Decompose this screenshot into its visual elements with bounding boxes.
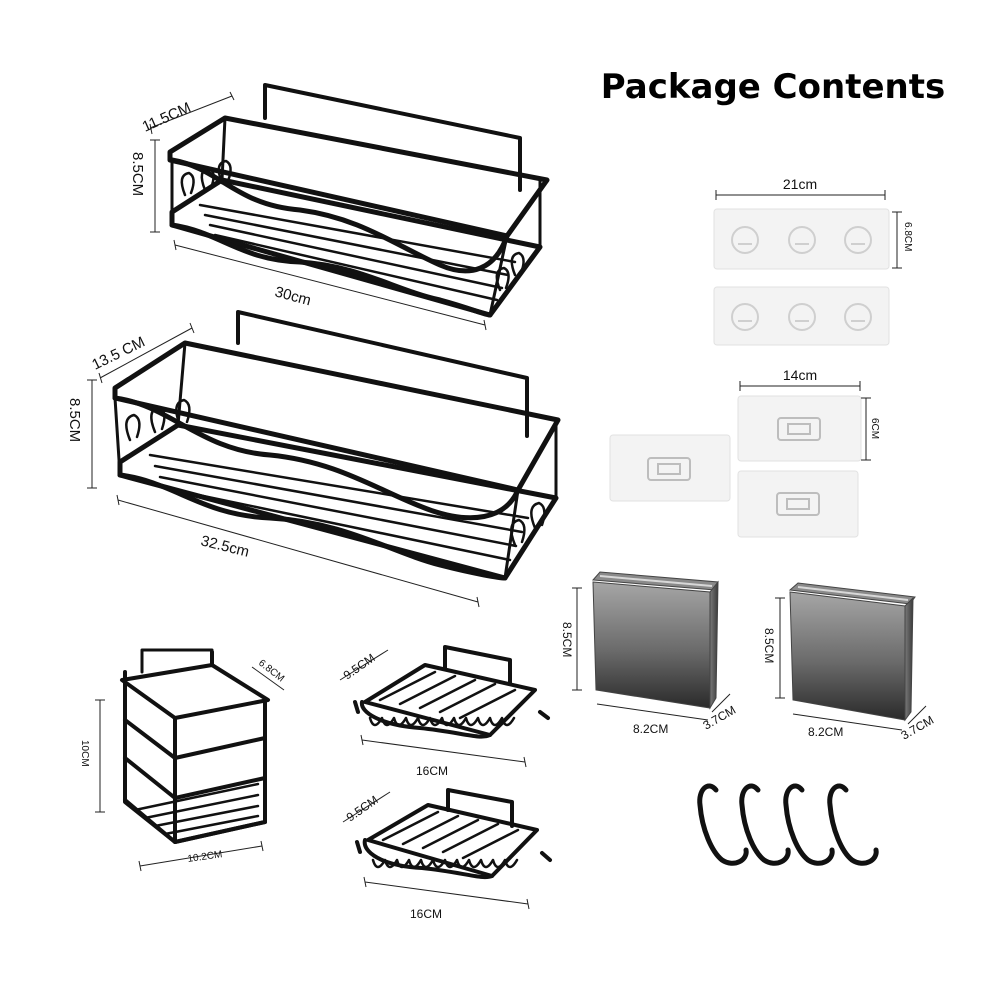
soap-dish-1: 9.5CM 16CM <box>339 645 550 778</box>
holder-basket: 10CM 6.8CM 10.2CM <box>79 648 286 872</box>
shelf1-height-label: 8.5CM <box>129 152 146 196</box>
shelf2-height-label: 8.5CM <box>66 398 83 442</box>
soap-dish-1-length-label: 16CM <box>416 764 448 778</box>
soap-dish-2-length-label: 16CM <box>410 907 442 921</box>
large-adhesive-pads: 21cm 6.8CM <box>713 176 913 346</box>
corner-shelf-large-2: 13.5 CM 8.5CM 32.5cm <box>66 310 561 608</box>
cup-2-width-label: 8.2CM <box>808 725 843 739</box>
basket-height-label: 10CM <box>79 740 90 767</box>
adhesive-pad-large-2 <box>713 286 890 346</box>
adhesive-pad-small-1 <box>737 395 862 462</box>
basket-width-label: 10.2CM <box>187 849 223 865</box>
s-hook-1 <box>697 783 749 866</box>
soap-dish-2-depth-label: 9.5CM <box>344 793 381 825</box>
soap-dish-1-depth-label: 9.5CM <box>341 651 378 683</box>
storage-cup-2: 8.5CM 8.2CM 3.7CM <box>762 582 936 743</box>
storage-cup-1: 8.5CM 8.2CM 3.7CM <box>560 571 738 736</box>
large-pad-height-label: 6.8CM <box>902 222 913 251</box>
small-pad-height-label: 6CM <box>869 418 880 439</box>
shelf1-depth-label: 11.5CM <box>140 99 194 135</box>
shelf2-length-label: 32.5cm <box>199 532 251 560</box>
cup-2-height-label: 8.5CM <box>762 628 776 663</box>
s-hooks <box>697 783 879 866</box>
s-hook-3 <box>783 783 835 866</box>
shelf1-length-label: 30cm <box>273 283 313 309</box>
cup-1-width-label: 8.2CM <box>633 722 668 736</box>
adhesive-pad-small-2 <box>609 434 731 502</box>
small-pad-width-label: 14cm <box>783 367 817 383</box>
small-adhesive-pads: 14cm 6CM <box>609 367 880 538</box>
large-pad-width-label: 21cm <box>783 176 817 192</box>
soap-dish-2: 9.5CM 16CM <box>342 788 552 921</box>
page-title: Package Contents <box>601 67 945 107</box>
cup-1-height-label: 8.5CM <box>560 622 574 657</box>
s-hook-4 <box>827 783 879 866</box>
adhesive-pad-small-3 <box>737 470 859 538</box>
adhesive-pad-large-1 <box>713 208 890 270</box>
corner-shelf-large-1: 11.5CM 8.5CM 30cm <box>129 83 550 331</box>
s-hook-2 <box>739 783 791 866</box>
